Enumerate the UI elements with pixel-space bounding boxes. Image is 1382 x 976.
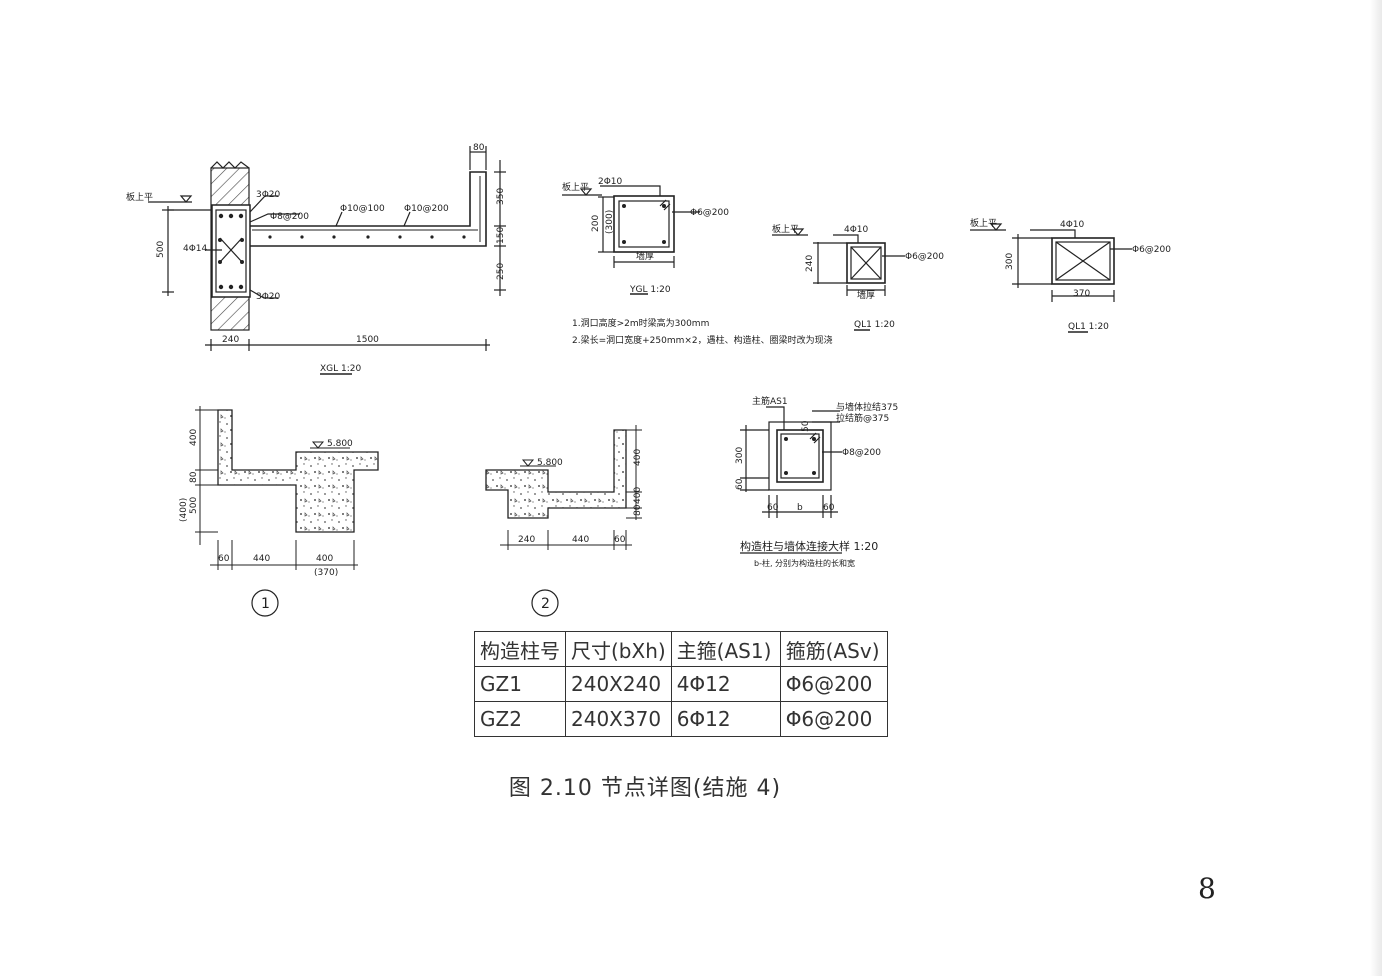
gz-dim-60-right: 60 [823, 503, 835, 513]
table-header-cell: 构造柱号 [474, 631, 566, 667]
xgl-dim-150: 150 [496, 227, 506, 244]
gz-tie-1: 与墙体拉结375 [836, 401, 898, 413]
detail-1-label: 1 [261, 596, 270, 612]
ygl-note-1: 1.洞口高度>2m时梁高为300mm [572, 317, 709, 329]
table-cell: 6Φ12 [670, 701, 781, 737]
ygl-height: 200 [591, 215, 601, 232]
detail-1-dim-400-alt: (400) [179, 498, 189, 522]
xgl-dim-500: 500 [156, 241, 166, 258]
xgl-dim-250: 250 [496, 263, 506, 280]
gz-subtitle: b-柱, 分别为构造柱的长和宽 [754, 558, 855, 568]
ql1-b-width: 370 [1073, 289, 1090, 299]
ql1-a-title: QL1 1:20 [854, 320, 895, 330]
ql1-b-detail [970, 223, 1132, 333]
gz-dim-60: 60 [735, 478, 745, 490]
ygl-title: YGL 1:20 [629, 285, 671, 295]
ql1-b-height: 300 [1005, 253, 1015, 270]
table-cell: Φ6@200 [779, 666, 888, 702]
xgl-bottom-rebar: 3Φ20 [256, 292, 281, 302]
page-number: 8 [1198, 872, 1216, 905]
table-cell: GZ2 [474, 701, 566, 737]
table-row: GZ1 240X240 4Φ12 Φ6@200 [474, 666, 888, 702]
detail-2-dim-80: 80 [633, 504, 643, 516]
xgl-dim-80: 80 [473, 143, 485, 153]
detail-2-dim-60: 60 [614, 535, 626, 545]
ql1-a-bars: 4Φ10 [844, 225, 869, 235]
ql1-b-level: 板上平 [970, 217, 997, 229]
gz-connection-detail [740, 406, 842, 554]
detail-1-dim-500: 500 [189, 497, 199, 514]
detail-2-dim-400b: 400 [633, 487, 643, 504]
xgl-side-rebar: 4Φ14 [183, 244, 208, 254]
ygl-height-alt: (300) [605, 210, 615, 234]
ygl-note-2: 2.梁长=洞口宽度+250mm×2，遇柱、构造柱、圈梁时改为现浇 [572, 334, 833, 346]
ql1-b-stirrup: Φ6@200 [1132, 245, 1171, 255]
figure-caption: 图 2.10 节点详图(结施 4) [508, 776, 782, 801]
detail-1-elevation: 5.800 [327, 439, 353, 449]
detail-2-label: 2 [541, 596, 550, 612]
xgl-detail [148, 146, 506, 375]
ygl-width: 墙厚 [636, 250, 654, 262]
gz-tie-2: 拉结筋@375 [836, 412, 889, 424]
table-cell: 240X240 [565, 666, 672, 702]
gz-main-bar: 主筋AS1 [752, 395, 788, 407]
gz-dim-50: 50 [801, 420, 811, 432]
detail-1-dim-400: 400 [189, 429, 199, 446]
xgl-level: 板上平 [126, 191, 153, 203]
ql1-a-level: 板上平 [772, 223, 799, 235]
xgl-title: XGL 1:20 [320, 364, 361, 374]
gz-table: 构造柱号 尺寸(bXh) 主箍(AS1) 箍筋(ASv) GZ1 240X240… [474, 631, 888, 737]
ql1-a-stirrup: Φ6@200 [905, 252, 944, 262]
table-cell: Φ6@200 [779, 701, 888, 737]
table-header-cell: 箍筋(ASv) [779, 631, 888, 667]
table-cell: 240X370 [565, 701, 672, 737]
ql1-a-height: 240 [805, 255, 815, 272]
xgl-stirrup: Φ8@200 [270, 212, 309, 222]
table-header-cell: 尺寸(bXh) [565, 631, 672, 667]
detail-1 [195, 406, 379, 617]
ql1-b-bars: 4Φ10 [1060, 220, 1085, 230]
xgl-slab-rebar-2: Φ10@200 [404, 204, 449, 214]
table-cell: GZ1 [474, 666, 566, 702]
xgl-dim-1500: 1500 [356, 335, 379, 345]
detail-2-dim-240: 240 [518, 535, 535, 545]
detail-2-dim-400: 400 [633, 449, 643, 466]
table-row: GZ2 240X370 6Φ12 Φ6@200 [474, 701, 888, 737]
xgl-dim-240: 240 [222, 335, 239, 345]
detail-1-dim-440: 440 [253, 554, 270, 564]
gz-title: 构造柱与墙体连接大样 1:20 [740, 539, 878, 553]
detail-1-dim-60: 60 [218, 554, 230, 564]
ql1-a-width: 墙厚 [857, 289, 875, 301]
gz-dim-b: b [797, 503, 803, 513]
ygl-stirrup: Φ6@200 [690, 208, 729, 218]
xgl-top-rebar: 3Φ20 [256, 190, 281, 200]
detail-2-dim-440: 440 [572, 535, 589, 545]
detail-2-elevation: 5.800 [537, 458, 563, 468]
ygl-top-bar: 2Φ10 [598, 177, 623, 187]
detail-1-dim-370: (370) [314, 568, 338, 578]
table-cell: 4Φ12 [670, 666, 781, 702]
ql1-a-detail [772, 228, 905, 331]
xgl-dim-350: 350 [496, 188, 506, 205]
xgl-slab-rebar-1: Φ10@100 [340, 204, 385, 214]
gz-dim-60-left: 60 [767, 503, 779, 513]
gz-dim-300: 300 [735, 447, 745, 464]
ygl-level: 板上平 [562, 181, 589, 193]
table-header-row: 构造柱号 尺寸(bXh) 主箍(AS1) 箍筋(ASv) [474, 631, 888, 667]
page-edge [1370, 0, 1382, 976]
detail-2 [485, 425, 642, 617]
detail-1-dim-80: 80 [189, 471, 199, 483]
detail-1-dim-400b: 400 [316, 554, 333, 564]
table-header-cell: 主箍(AS1) [670, 631, 781, 667]
gz-stirrup: Φ8@200 [842, 448, 881, 458]
ql1-b-title: QL1 1:20 [1068, 322, 1109, 332]
ygl-detail [562, 185, 700, 295]
